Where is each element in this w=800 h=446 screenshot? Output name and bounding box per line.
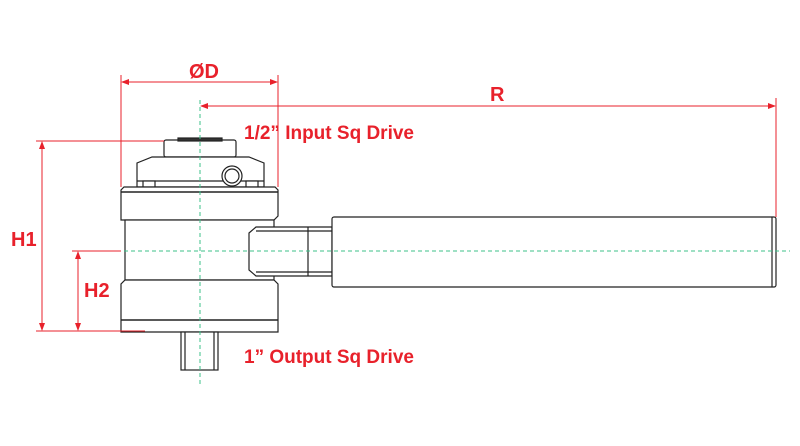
output-drive-label: 1” Output Sq Drive bbox=[244, 347, 414, 368]
radius-label: R bbox=[490, 84, 505, 106]
reaction-arm-handle bbox=[331, 216, 777, 288]
output-square-drive bbox=[180, 331, 219, 371]
centerlines bbox=[75, 100, 790, 385]
reaction-arm-neck bbox=[248, 226, 333, 277]
ring-housing bbox=[120, 186, 279, 221]
h2-label: H2 bbox=[84, 280, 110, 302]
input-drive-label: 1/2” Input Sq Drive bbox=[244, 123, 414, 144]
dimensions bbox=[36, 75, 777, 332]
h1-label: H1 bbox=[11, 229, 37, 251]
tool-outline bbox=[120, 137, 777, 371]
diameter-label: ØD bbox=[189, 61, 219, 83]
